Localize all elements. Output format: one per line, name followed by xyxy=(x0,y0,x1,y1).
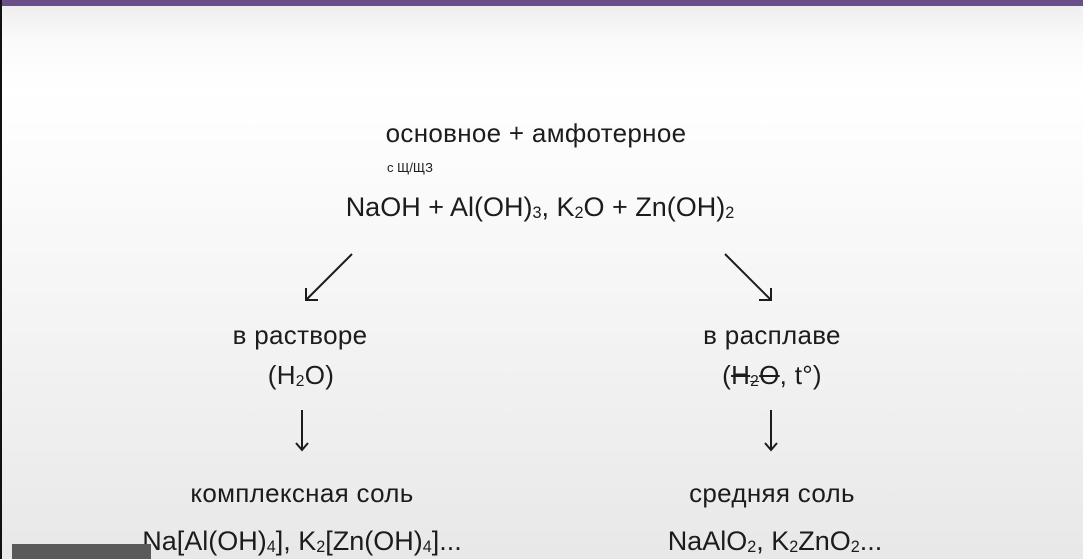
formula-part: O + Zn(OH) xyxy=(583,192,726,222)
subscript: 2 xyxy=(725,204,735,222)
heading: основное + амфотерное xyxy=(385,118,687,148)
arrow-down-icon-left xyxy=(295,410,309,452)
left-branch-label: в растворе xyxy=(232,320,368,350)
left-edge xyxy=(0,0,2,559)
subscript: 2 xyxy=(789,538,799,556)
formula-part: H xyxy=(731,360,751,390)
formula-part: NaAlO xyxy=(667,526,748,556)
arrow-down-icon-right xyxy=(764,410,778,452)
formula-part: Na[Al(OH) xyxy=(142,526,267,556)
formula-part: , K xyxy=(756,526,790,556)
formula-part: ... xyxy=(859,526,883,556)
right-condition: (H2O, t°) xyxy=(722,360,822,391)
top-accent-bar xyxy=(0,0,1083,6)
right-branch-label: в расплаве xyxy=(703,320,841,350)
video-overlay-bar xyxy=(12,544,151,559)
subscript: 2 xyxy=(316,538,326,556)
arrow-down-right-icon xyxy=(724,253,772,301)
formula-part: ZnO xyxy=(798,526,851,556)
subscript: 4 xyxy=(266,538,276,556)
arrow-down-left-icon xyxy=(305,253,353,301)
left-result-formula: Na[Al(OH)4], K2[Zn(OH)4]... xyxy=(142,526,462,557)
left-result-label: комплексная соль xyxy=(190,478,414,508)
right-result-label: средняя соль xyxy=(689,478,855,508)
subscript: 3 xyxy=(532,204,542,222)
subscript: 2 xyxy=(295,373,305,390)
note: с Щ/ЩЗ xyxy=(387,160,433,175)
formula-part: NaOH + Al(OH) xyxy=(345,192,533,222)
formula-part: (H xyxy=(267,360,296,390)
formula-part: , K xyxy=(541,192,575,222)
right-result-formula: NaAlO2, K2ZnO2... xyxy=(668,526,883,557)
formula-part: , t°) xyxy=(779,360,822,390)
formula-part: ], K xyxy=(275,526,317,556)
formula-part: [Zn(OH) xyxy=(325,526,423,556)
formula-part: ( xyxy=(722,360,732,390)
reaction-formula: NaOH + Al(OH)3, K2O + Zn(OH)2 xyxy=(346,192,735,223)
formula-part: ]... xyxy=(431,526,462,556)
subscript: 4 xyxy=(422,538,432,556)
subscript: 2 xyxy=(574,204,584,222)
subscript: 2 xyxy=(750,373,760,390)
subscript: 2 xyxy=(747,538,757,556)
subscript: 2 xyxy=(850,538,860,556)
left-condition: (H2O) xyxy=(268,360,335,391)
formula-part: O) xyxy=(304,360,335,390)
formula-part: O xyxy=(759,360,780,390)
